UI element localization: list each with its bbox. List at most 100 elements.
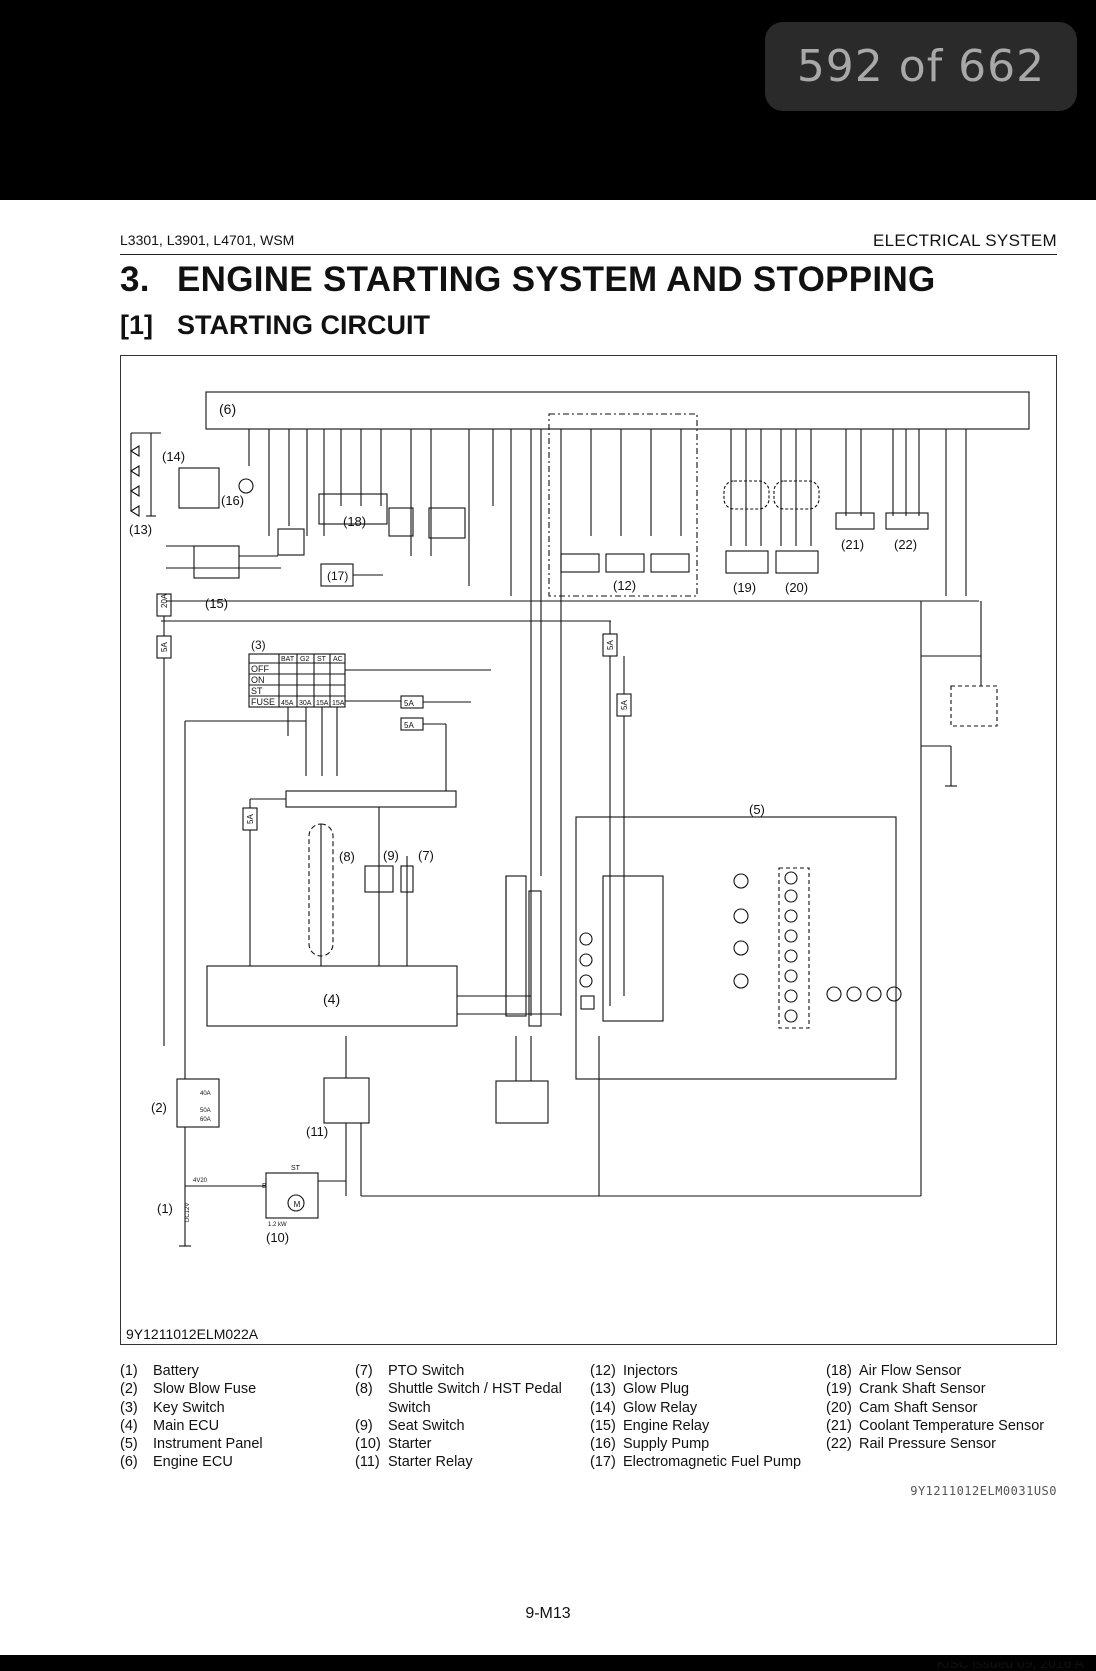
fuse-5a-1-label: 5A bbox=[160, 642, 169, 652]
battery-dc12v: DC12V bbox=[185, 1203, 191, 1222]
glow-relay-box bbox=[178, 467, 220, 509]
callout-2: (2) bbox=[151, 1100, 167, 1115]
header-section: ELECTRICAL SYSTEM bbox=[873, 231, 1057, 250]
legend-item: (3)Key Switch bbox=[120, 1399, 225, 1416]
legend-item: (5)Instrument Panel bbox=[120, 1436, 263, 1453]
ks-row-off: OFF bbox=[251, 664, 269, 674]
section-title-text: ENGINE STARTING SYSTEM AND STOPPING bbox=[177, 260, 936, 299]
subsection-title-text: STARTING CIRCUIT bbox=[177, 310, 430, 340]
callout-21: (21) bbox=[841, 537, 864, 552]
ks-row-fuse: FUSE bbox=[251, 697, 275, 707]
callout-17: (17) bbox=[327, 569, 348, 583]
svg-text:M: M bbox=[294, 1200, 301, 1209]
reference-code: 9Y1211012ELM0031US0 bbox=[910, 1484, 1057, 1498]
callout-5: (5) bbox=[749, 802, 765, 817]
ecu-pins bbox=[248, 429, 967, 1016]
legend-item: (18)Air Flow Sensor bbox=[826, 1363, 962, 1379]
fuse-5a-3-label: 5A bbox=[404, 721, 414, 730]
ks-col-bat: BAT bbox=[281, 656, 295, 663]
header-model: L3301, L3901, L4701, WSM bbox=[120, 232, 295, 248]
subsection-title: [1] STARTING CIRCUIT bbox=[120, 310, 430, 341]
legend-item: (12)Injectors bbox=[590, 1363, 678, 1379]
ks-col-g2: G2 bbox=[300, 656, 309, 663]
junction-box bbox=[277, 528, 305, 556]
ks-fuse-st: 15A bbox=[316, 700, 329, 707]
callout-9: (9) bbox=[383, 848, 399, 863]
engine-relay-box bbox=[193, 545, 240, 579]
sbf-60a: 60A bbox=[200, 1117, 211, 1123]
legend-item: (8)Shuttle Switch / HST Pedal Switch bbox=[355, 1381, 562, 1416]
starter-motor-icon bbox=[287, 1194, 305, 1212]
slow-blow-fuse-box bbox=[176, 1078, 220, 1128]
document-page: L3301, L3901, L4701, WSM ELECTRICAL SYST… bbox=[0, 200, 1096, 1671]
callout-13: (13) bbox=[129, 522, 152, 537]
starter-st: ST bbox=[291, 1165, 301, 1172]
callout-22: (22) bbox=[894, 537, 917, 552]
legend-item: (6)Engine ECU bbox=[120, 1454, 233, 1471]
page-counter: 592 of 662 bbox=[765, 22, 1077, 111]
legend-item: (13)Glow Plug bbox=[590, 1381, 690, 1398]
air-flow-sensor-box bbox=[318, 493, 388, 525]
page-number: 9-M13 bbox=[525, 1605, 571, 1622]
legend-item: (1)Battery bbox=[120, 1363, 199, 1379]
callout-12: (12) bbox=[613, 578, 636, 593]
sbf-40a: 40A bbox=[200, 1091, 211, 1097]
legend-item: (21)Coolant Temperature Sensor bbox=[826, 1417, 1045, 1434]
ks-row-on: ON bbox=[251, 675, 265, 685]
callout-16: (16) bbox=[221, 493, 244, 508]
coolant-sensor-box bbox=[835, 512, 875, 530]
legend-item: (19)Crank Shaft Sensor bbox=[826, 1381, 986, 1398]
starter-power: 1.2 kW bbox=[268, 1222, 287, 1228]
legend-column-3: (12)Injectors (13)Glow Plug (14)Glow Rel… bbox=[590, 1362, 815, 1472]
legend-item: (4)Main ECU bbox=[120, 1417, 220, 1434]
callout-7: (7) bbox=[418, 848, 434, 863]
callout-10: (10) bbox=[266, 1230, 289, 1245]
callout-19: (19) bbox=[733, 580, 756, 595]
battery-4v20: 4V20 bbox=[193, 1178, 208, 1184]
legend-item: (11)Starter Relay bbox=[355, 1454, 473, 1471]
section-title: 3. ENGINE STARTING SYSTEM AND STOPPING bbox=[120, 260, 936, 300]
fuse-5a-5-label: 5A bbox=[620, 700, 629, 710]
legend-item: (14)Glow Relay bbox=[590, 1399, 698, 1416]
header-rule bbox=[120, 254, 1057, 255]
callout-1: (1) bbox=[157, 1201, 173, 1216]
ks-fuse-bat: 45A bbox=[281, 700, 294, 707]
gauge-circles bbox=[579, 871, 902, 1023]
callout-11: (11) bbox=[306, 1124, 328, 1139]
legend-item: (7)PTO Switch bbox=[355, 1363, 465, 1379]
legend-item: (20)Cam Shaft Sensor bbox=[826, 1399, 978, 1416]
connector-box bbox=[495, 1080, 549, 1124]
callout-20: (20) bbox=[785, 580, 808, 595]
legend-column-4: (18)Air Flow Sensor (19)Crank Shaft Sens… bbox=[826, 1362, 1057, 1453]
subsection-number: [1] bbox=[120, 310, 153, 340]
key-switch-table: BAT G2 ST AC OFF ON ST FUSE 45A 30A 15A … bbox=[248, 653, 346, 708]
diagram-code: 9Y1211012ELM022A bbox=[126, 1326, 259, 1342]
legend-column-1: (1)Battery (2)Slow Blow Fuse (3)Key Swit… bbox=[120, 1362, 330, 1472]
callout-15: (15) bbox=[205, 596, 228, 611]
callout-14: (14) bbox=[162, 449, 185, 464]
callout-6: (6) bbox=[219, 401, 236, 417]
wiring-diagram: (6) bbox=[120, 355, 1057, 1345]
ks-fuse-g2: 30A bbox=[299, 700, 312, 707]
legend-item: (2)Slow Blow Fuse bbox=[120, 1381, 257, 1398]
fuse-5a-4-label: 5A bbox=[606, 640, 615, 650]
legend-item: (15)Engine Relay bbox=[590, 1417, 710, 1434]
fuse-5a-2-label: 5A bbox=[404, 699, 414, 708]
starter-box bbox=[265, 1172, 319, 1219]
viewer-top-bar: 592 of 662 bbox=[0, 0, 1096, 200]
ks-fuse-ac: 15A bbox=[332, 700, 345, 707]
instrument-panel-box bbox=[575, 816, 897, 1080]
sbf-50a: 50A bbox=[200, 1108, 211, 1114]
section-number: 3. bbox=[120, 260, 150, 299]
callout-18: (18) bbox=[343, 514, 366, 529]
rail-pressure-sensor-box bbox=[885, 512, 929, 530]
starter-b: B bbox=[262, 1183, 267, 1190]
legend-item: (9)Seat Switch bbox=[355, 1417, 465, 1434]
ks-col-ac: AC bbox=[333, 656, 343, 663]
callout-3: (3) bbox=[251, 638, 266, 652]
supply-pump-symbol bbox=[238, 478, 254, 494]
legend-item: (10)Starter bbox=[355, 1436, 432, 1453]
engine-ecu-box bbox=[205, 391, 1030, 430]
starter-relay-box bbox=[323, 1077, 370, 1124]
wiring-diagram-svg: (6) bbox=[126, 391, 1030, 1342]
